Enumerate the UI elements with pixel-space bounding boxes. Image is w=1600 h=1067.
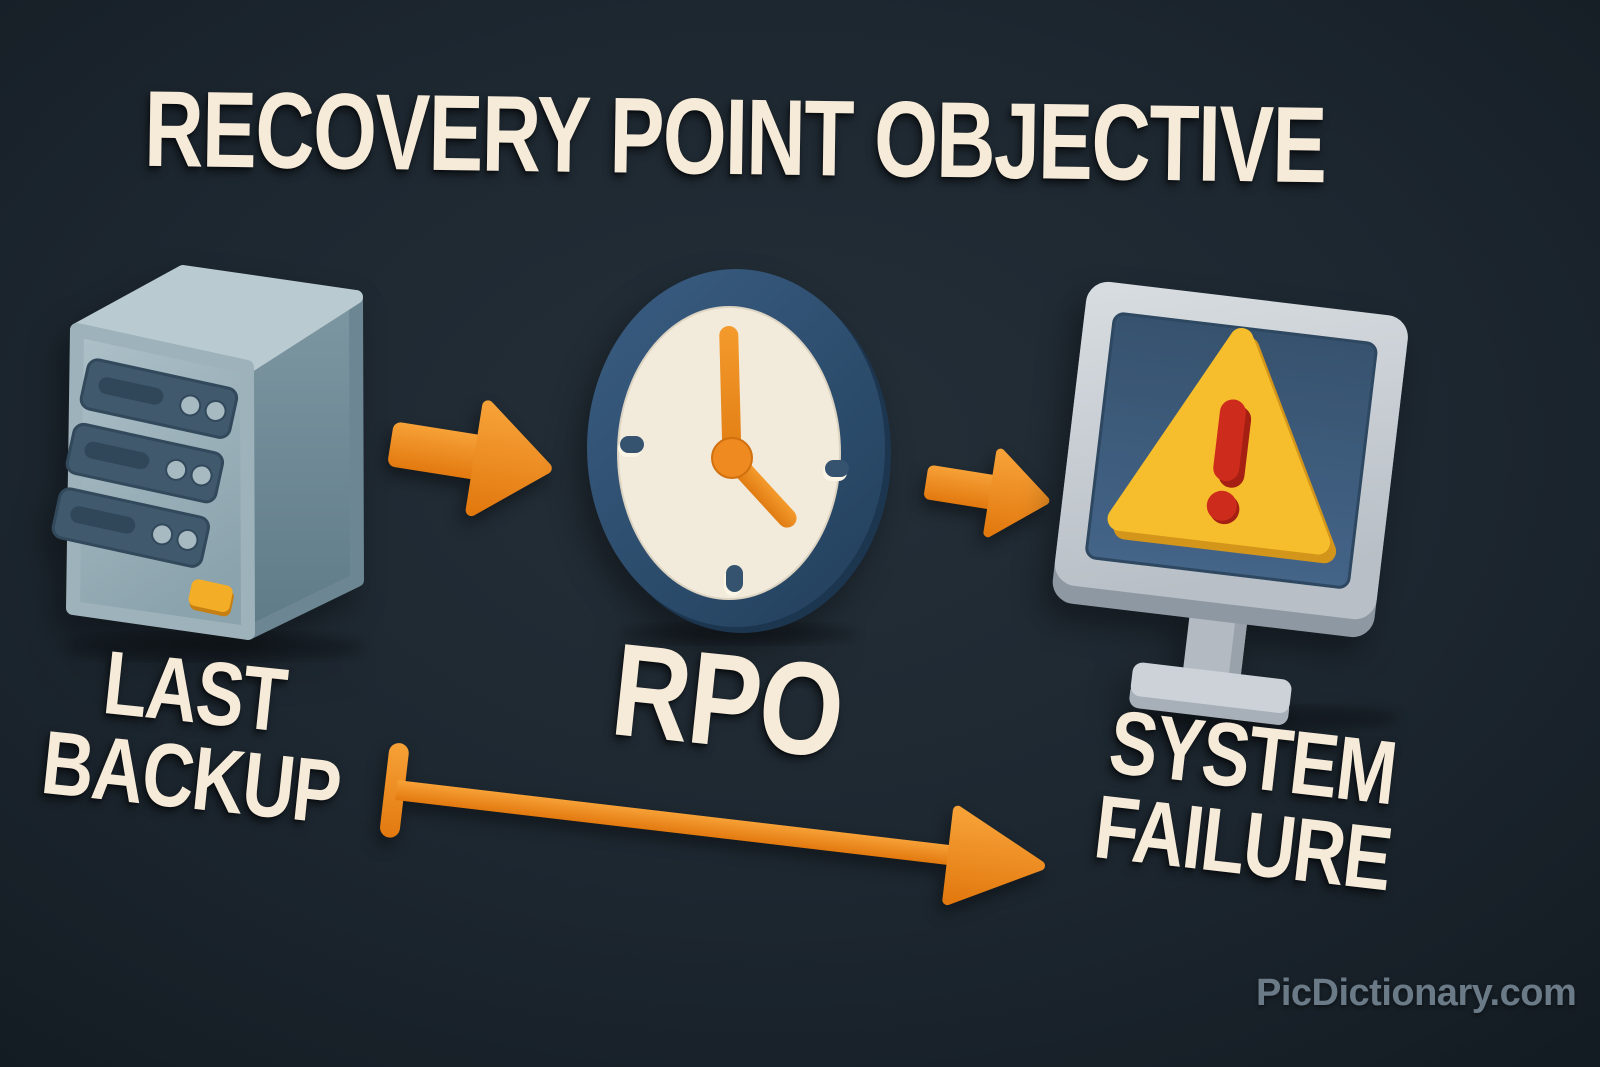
minute-hand	[719, 326, 742, 468]
arrow-head	[983, 448, 1050, 538]
monitor-warning-icon	[1052, 281, 1408, 730]
label-last-backup: LAST BACKUP	[37, 633, 345, 844]
server-drive-bays	[51, 358, 239, 568]
drive-bay	[79, 358, 239, 439]
monitor-stand-neck-shade	[1227, 609, 1249, 691]
clock-ticks	[618, 436, 849, 596]
tick-9	[620, 436, 644, 453]
drive-bay	[65, 422, 225, 504]
server-power-button	[188, 579, 234, 617]
tick-3	[825, 460, 849, 477]
arrow-head	[465, 400, 552, 517]
warning-triangle-icon	[1107, 327, 1337, 564]
server-icon	[51, 265, 367, 660]
page-title: RECOVERY POINT OBJECTIVE	[143, 67, 1327, 206]
server-shadow	[63, 634, 367, 660]
exclamation-bar	[1213, 399, 1246, 482]
timeline-arrow-head	[942, 805, 1046, 906]
clock-icon	[587, 269, 891, 644]
exclamation-dot	[1206, 490, 1237, 521]
timeline-shaft	[395, 780, 956, 866]
arrow-tail	[388, 422, 485, 480]
watermark: PicDictionary.com	[1256, 972, 1577, 1014]
label-last-backup-line2: BACKUP	[37, 712, 345, 844]
clock-hub	[711, 437, 753, 479]
clock-shadow	[618, 624, 858, 644]
clock-hands	[711, 326, 797, 528]
label-system-failure: SYSTEM FAILURE	[1085, 692, 1410, 909]
timeline-arrow-icon	[380, 743, 1046, 906]
label-rpo: RPO	[605, 615, 850, 786]
timeline-start-cap	[380, 743, 409, 838]
arrow-tail	[924, 465, 998, 510]
monitor-base	[1130, 662, 1292, 714]
drive-bay	[51, 487, 210, 568]
right-arrow-icon	[388, 400, 552, 517]
tick-6	[726, 565, 743, 592]
right-arrow-icon	[924, 448, 1050, 538]
